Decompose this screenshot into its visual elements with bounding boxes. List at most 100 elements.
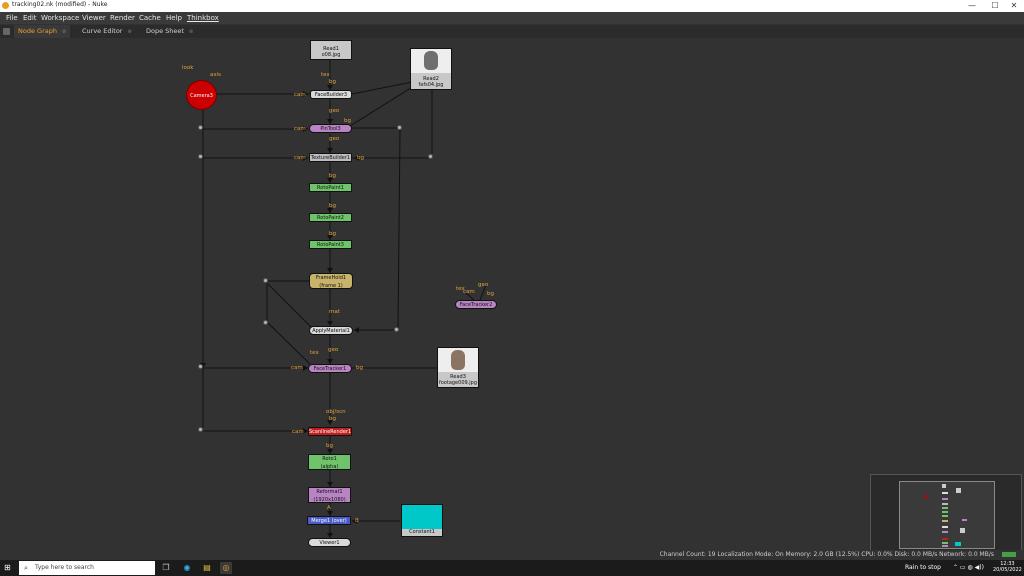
minimap-node	[942, 498, 948, 500]
minimap-node	[942, 545, 948, 547]
node-applymaterial1[interactable]: ApplyMaterial1	[309, 326, 353, 335]
input-label-bg: bg	[326, 443, 333, 449]
face-thumbnail-icon	[424, 51, 438, 70]
windows-taskbar: ⊞ ⌕ Type here to search ❐ ◉ ▤ ◎ Rain to …	[0, 560, 1024, 576]
input-label-bg: bg	[356, 365, 363, 371]
node-dot[interactable]	[198, 125, 203, 130]
input-label-geo: geo	[329, 136, 340, 142]
maximize-button[interactable]: ☐	[991, 1, 999, 10]
input-label-bg: bg	[329, 79, 336, 85]
face-thumbnail-icon	[451, 350, 465, 370]
panel-menu-icon[interactable]	[3, 28, 10, 35]
menu-viewer[interactable]: Viewer	[82, 14, 106, 22]
node-facebuilder3[interactable]: FaceBuilder3	[310, 90, 352, 99]
node-texturebuilder1[interactable]: TextureBuilder1	[309, 153, 352, 162]
file-explorer-icon[interactable]: ▤	[203, 563, 211, 572]
input-label-bg: bg	[329, 231, 336, 237]
read3-thumbnail	[438, 348, 478, 372]
tab-dope-sheet[interactable]: Dope Sheet⊗	[146, 27, 194, 35]
window-title: tracking02.nk (modified) - Nuke	[12, 1, 108, 8]
node-viewer1[interactable]: Viewer1	[308, 538, 351, 547]
input-label-cam: cam	[294, 126, 306, 132]
tab-curve-editor[interactable]: Curve Editor⊗	[82, 27, 132, 35]
menu-file[interactable]: File	[6, 14, 18, 22]
windows-start-icon[interactable]: ⊞	[4, 563, 11, 572]
menu-workspace[interactable]: Workspace	[41, 14, 80, 22]
input-label-bg: bg	[329, 203, 336, 209]
node-dot[interactable]	[428, 154, 433, 159]
input-label-cam: cam	[463, 289, 475, 295]
node-dot[interactable]	[263, 320, 268, 325]
minimap-node	[942, 507, 948, 509]
minimap-node	[942, 520, 948, 522]
close-tab-icon[interactable]: ⊗	[127, 29, 132, 35]
input-label-b: B	[355, 518, 359, 524]
taskbar-search-box[interactable]: ⌕ Type here to search	[19, 561, 155, 575]
node-constant1[interactable]: Constant1	[401, 504, 443, 537]
menu-cache[interactable]: Cache	[139, 14, 161, 22]
menu-edit[interactable]: Edit	[23, 14, 37, 22]
minimap-node	[942, 542, 948, 544]
node-rotopaint3[interactable]: RotoPaint3	[309, 240, 352, 249]
node-dot[interactable]	[198, 364, 203, 369]
node-reformat1[interactable]: Reformat1 (1920x1080)	[308, 487, 351, 503]
node-dot[interactable]	[397, 125, 402, 130]
nuke-taskbar-icon[interactable]: ◎	[220, 562, 232, 574]
menu-thinkbox[interactable]: Thinkbox	[187, 14, 219, 22]
minimap-node	[942, 484, 946, 488]
taskbar-clock[interactable]: 12:33 20/05/2022	[993, 561, 1022, 573]
weather-rain-text[interactable]: Rain to stop	[905, 564, 941, 571]
node-merge1[interactable]: Merge1 (over)	[307, 516, 351, 525]
node-dot[interactable]	[198, 427, 203, 432]
node-pintool3[interactable]: PinTool3	[309, 124, 352, 133]
input-label-bg: bg	[344, 118, 351, 124]
input-label-bg: bg	[357, 155, 364, 161]
constant1-swatch	[402, 505, 442, 529]
input-label-cam: cam	[291, 365, 303, 371]
node-framehold1[interactable]: FrameHold1 (frame 1)	[309, 273, 353, 289]
menu-render[interactable]: Render	[110, 14, 135, 22]
input-label-axis: axis	[210, 72, 222, 78]
node-dot[interactable]	[394, 327, 399, 332]
tab-node-graph[interactable]: Node Graph⊗	[14, 25, 71, 38]
node-facetracker2[interactable]: FaceTracker2	[455, 300, 497, 309]
node-dot[interactable]	[263, 278, 268, 283]
task-view-icon[interactable]: ❐	[162, 563, 170, 572]
minimap-node	[942, 538, 948, 540]
node-camera3[interactable]: Camera3	[186, 80, 217, 110]
close-button[interactable]: ✕	[1010, 1, 1018, 10]
minimize-button[interactable]: —	[968, 1, 976, 10]
minimap-viewport[interactable]	[899, 481, 995, 549]
node-rotopaint1[interactable]: RotoPaint1	[309, 183, 352, 192]
input-label-mat: mat	[329, 309, 340, 315]
status-text: Channel Count: 19 Localization Mode: On …	[659, 551, 994, 558]
nuke-app-icon	[2, 2, 9, 9]
minimap-node	[955, 542, 961, 546]
menu-help[interactable]: Help	[166, 14, 182, 22]
title-bar: tracking02.nk (modified) - Nuke — ☐ ✕	[0, 0, 1024, 12]
input-label-geo: geo	[329, 108, 340, 114]
input-label-cam: cam	[292, 429, 304, 435]
system-tray-icons[interactable]: ⌃ ▭ ◍ ◀))	[953, 564, 984, 571]
minimap-node	[924, 495, 927, 498]
node-facetracker1[interactable]: FaceTracker1	[308, 364, 352, 373]
node-roto1[interactable]: Roto1 (alpha)	[308, 454, 351, 470]
status-bar: Channel Count: 19 Localization Mode: On …	[0, 550, 1024, 560]
input-label-bg: bg	[329, 173, 336, 179]
search-icon: ⌕	[24, 564, 28, 572]
edge-browser-icon[interactable]: ◉	[183, 563, 191, 572]
node-graph-minimap[interactable]	[870, 474, 1022, 551]
node-scanlinerender1[interactable]: ScanlineRender1	[308, 427, 352, 436]
close-tab-icon[interactable]: ⊗	[188, 29, 194, 35]
node-dot[interactable]	[198, 154, 203, 159]
minimap-node	[942, 511, 948, 513]
input-label-obj-scn: obj/scn	[326, 409, 346, 415]
status-indicator	[1002, 552, 1016, 557]
menu-bar: File Edit Workspace Viewer Render Cache …	[0, 12, 1024, 24]
node-rotopaint2[interactable]: RotoPaint2	[309, 213, 352, 222]
close-tab-icon[interactable]: ⊗	[61, 29, 67, 35]
